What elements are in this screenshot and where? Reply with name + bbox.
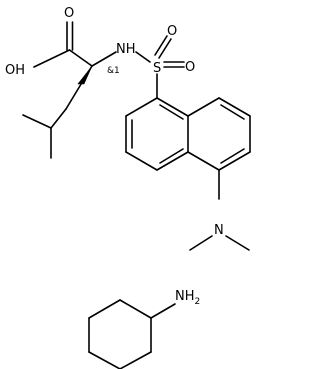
chx-4 bbox=[88, 351, 121, 369]
stereo-wedge bbox=[77, 65, 93, 85]
naphthalene-ring bbox=[125, 97, 251, 171]
bond-chx-n bbox=[150, 303, 176, 319]
atom-o-carbonyl: O bbox=[64, 6, 74, 21]
naph-l1 bbox=[125, 97, 158, 117]
chemical-structure: O OH NH &1 S O O N NH2 bbox=[5, 6, 251, 369]
atom-nh: NH bbox=[116, 42, 136, 57]
naph-r-dbl2 bbox=[220, 148, 245, 164]
leucine-backbone bbox=[22, 21, 117, 159]
atom-nh2-main: NH bbox=[175, 289, 195, 304]
atom-oh: OH bbox=[5, 63, 25, 78]
bond-c-calpha bbox=[68, 49, 93, 67]
naph-l4 bbox=[156, 151, 189, 171]
naph-l-dbl2 bbox=[159, 148, 184, 164]
sulfonyl-group bbox=[135, 35, 185, 99]
bond-n-me-right bbox=[225, 235, 250, 251]
bond-s-o-top-1 bbox=[154, 35, 168, 56]
naph-r4 bbox=[218, 151, 251, 171]
naph-r2 bbox=[218, 97, 251, 117]
bond-ch2-ch bbox=[50, 108, 67, 129]
atom-nh2-subscript: 2 bbox=[195, 297, 201, 307]
dimethylamino-group bbox=[189, 169, 250, 251]
atom-o-sulfonyl-right: O bbox=[185, 60, 195, 75]
bond-nh-s bbox=[135, 51, 151, 63]
naph-l3 bbox=[125, 151, 158, 171]
bond-s-o-top-2 bbox=[158, 38, 172, 59]
naph-l6 bbox=[156, 97, 189, 117]
naph-r-dbl1 bbox=[220, 104, 245, 120]
bond-calpha-nh bbox=[91, 51, 117, 67]
bond-ch-me1 bbox=[22, 114, 52, 129]
atom-nh2: NH2 bbox=[175, 289, 200, 307]
structure-canvas: O OH NH &1 S O O N NH2 bbox=[5, 6, 251, 369]
naph-r1 bbox=[187, 97, 220, 117]
chx-6 bbox=[88, 299, 121, 319]
bond-n-me-left bbox=[189, 235, 213, 251]
chx-3 bbox=[119, 351, 152, 369]
naph-l-dbl3 bbox=[159, 104, 184, 120]
naph-r5 bbox=[187, 151, 220, 171]
bond-c-oh bbox=[33, 49, 71, 68]
atom-n-dimethyl: N bbox=[214, 223, 224, 238]
stereo-label: &1 bbox=[107, 66, 120, 76]
chx-1 bbox=[119, 299, 152, 319]
atom-o-sulfonyl-top: O bbox=[167, 24, 177, 39]
cyclohexylamine bbox=[88, 299, 176, 369]
atom-s: S bbox=[153, 61, 161, 76]
